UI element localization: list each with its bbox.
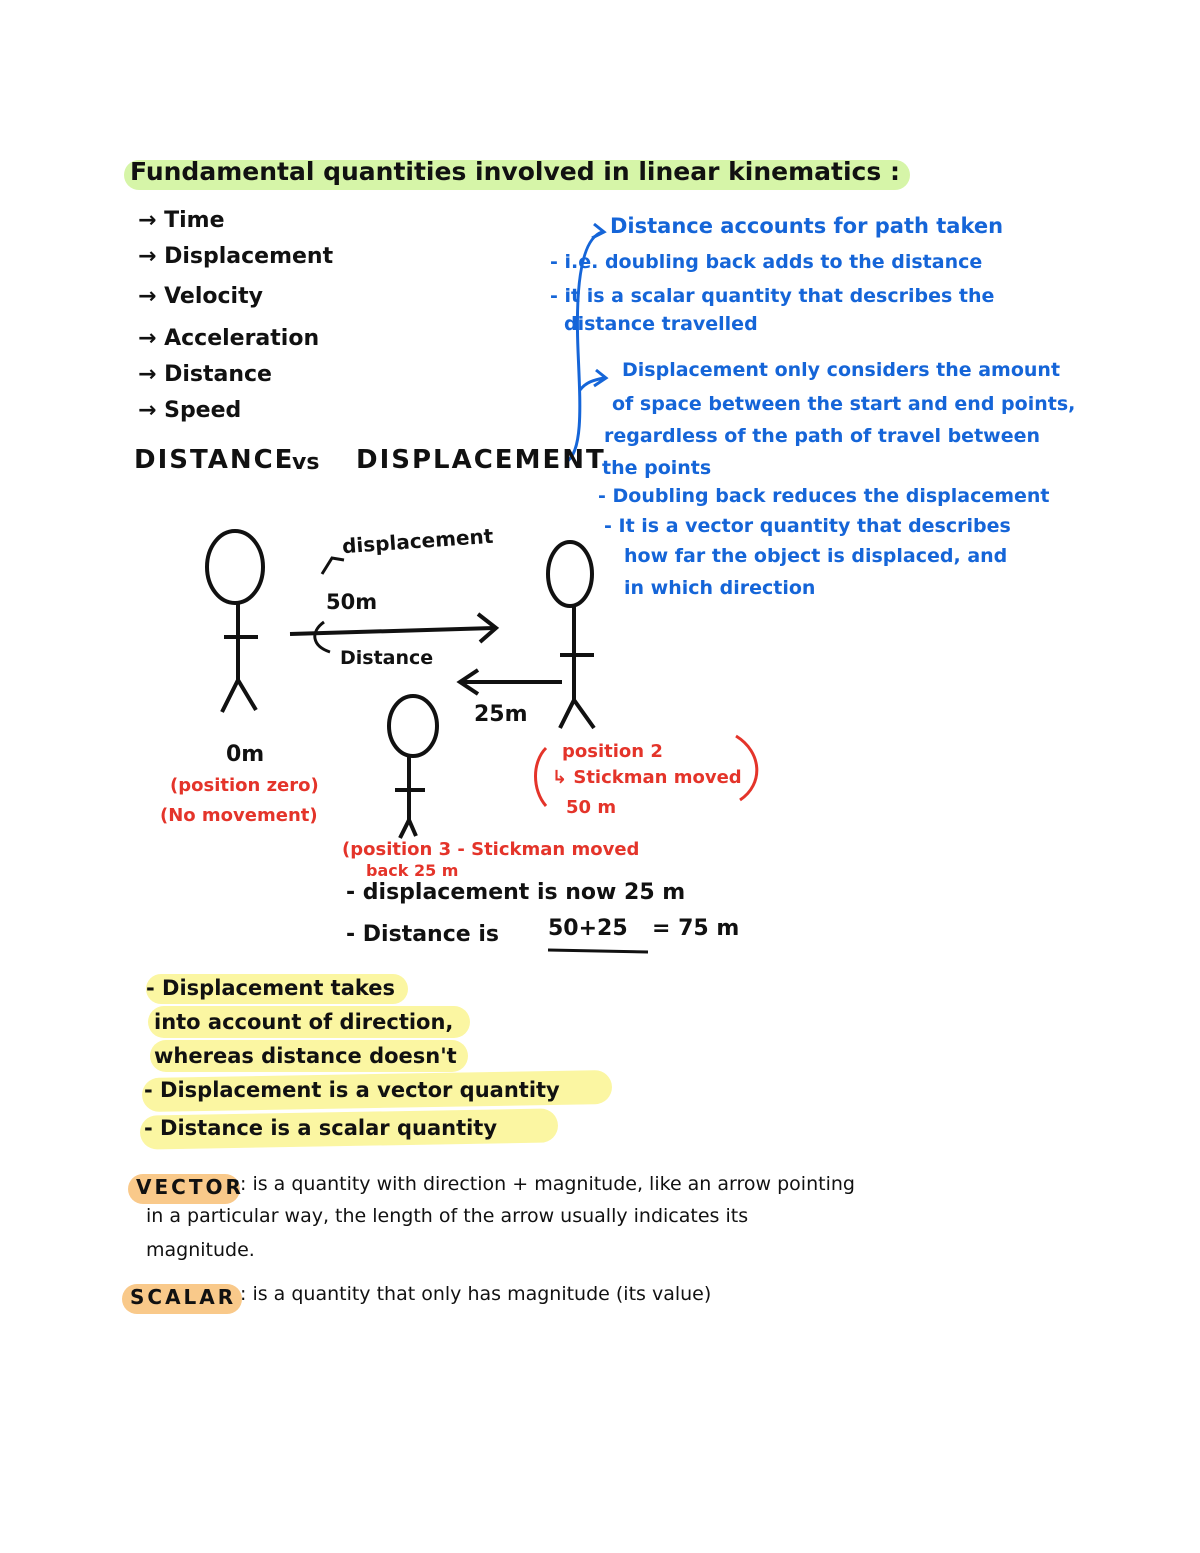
- label-0m: 0m: [226, 742, 265, 767]
- brace-branch: [578, 376, 605, 391]
- vector-definition: : is a quantity with direction + magnitu…: [240, 1173, 855, 1195]
- title-highlight: [124, 160, 910, 190]
- summary-highlight-2: [148, 1006, 470, 1038]
- arrow-50m: [289, 612, 500, 644]
- displacement-note: Displacement only considers the amount: [622, 359, 1061, 381]
- brace-arrow-mid: [593, 368, 609, 388]
- stickman-position-2: [546, 540, 596, 730]
- quantity-item: → Distance: [138, 362, 272, 387]
- result-displacement: - displacement is now 25 m: [346, 880, 686, 905]
- arrow-25m: [456, 668, 562, 696]
- position-2-note: ↳ Stickman moved: [552, 767, 742, 788]
- quantity-item: → Displacement: [138, 244, 334, 269]
- brace-connector: [565, 230, 603, 464]
- result-distance-total: = 75 m: [652, 916, 740, 941]
- summary-line: - Distance is a scalar quantity: [144, 1116, 498, 1140]
- displacement-note: how far the object is displaced, and: [624, 545, 1008, 567]
- quantity-item: → Time: [138, 208, 225, 233]
- displacement-note: of space between the start and end point…: [612, 393, 1076, 415]
- label-25m: 25m: [474, 702, 528, 727]
- page-title: Fundamental quantities involved in linea…: [130, 157, 900, 186]
- displacement-note: in which direction: [624, 577, 816, 599]
- stickman-position-3: [387, 694, 439, 839]
- position-2-note: position 2: [562, 741, 663, 762]
- displacement-note: the points: [602, 457, 712, 479]
- summary-line: whereas distance doesn't: [154, 1044, 457, 1068]
- brace-arrow-top: [591, 222, 607, 240]
- summary-line: - Displacement is a vector quantity: [144, 1078, 560, 1102]
- displacement-note: regardless of the path of travel between: [604, 425, 1040, 447]
- vector-definition: magnitude.: [146, 1239, 255, 1261]
- distance-note: - i.e. doubling back adds to the distanc…: [550, 251, 983, 273]
- summary-highlight-1: [146, 974, 408, 1004]
- vector-definition: in a particular way, the length of the a…: [146, 1205, 749, 1227]
- position-2-bracket-right: [735, 734, 759, 802]
- position-zero-note: (No movement): [160, 805, 318, 826]
- stickman-position-zero: [205, 529, 265, 713]
- position-2-bracket-left: [534, 746, 548, 807]
- heading-vs: vs: [292, 450, 320, 475]
- distance-bracket: [313, 620, 331, 654]
- distance-note: distance travelled: [564, 313, 758, 335]
- displacement-note: - Doubling back reduces the displacement: [598, 485, 1050, 507]
- quantity-item: → Velocity: [138, 284, 263, 309]
- quantity-item: → Speed: [138, 398, 242, 423]
- position-3-note: back 25 m: [366, 861, 459, 880]
- position-zero-note: (position zero): [170, 775, 319, 796]
- sum-underline: [547, 948, 649, 954]
- vector-term-highlight: [128, 1174, 240, 1204]
- scalar-term-highlight: [122, 1284, 242, 1314]
- scalar-term: SCALAR: [130, 1285, 237, 1309]
- distance-note: - it is a scalar quantity that describes…: [550, 285, 995, 307]
- position-2-note: 50 m: [566, 797, 617, 818]
- position-3-note: (position 3 - Stickman moved: [342, 839, 640, 860]
- result-distance-prefix: - Distance is: [346, 922, 499, 947]
- summary-line: into account of direction,: [154, 1010, 454, 1034]
- summary-highlight-3: [150, 1040, 468, 1072]
- summary-line: - Displacement takes: [146, 976, 396, 1000]
- distance-note: Distance accounts for path taken: [610, 214, 1004, 238]
- vector-term: VECTOR: [136, 1175, 244, 1199]
- heading-displacement: DISPLACEMENT: [356, 445, 606, 475]
- displacement-note: - It is a vector quantity that describes: [604, 515, 1011, 537]
- heading-distance: DISTANCE: [134, 445, 295, 475]
- quantity-item: → Acceleration: [138, 326, 320, 351]
- distance-label: Distance: [340, 647, 434, 669]
- displacement-pointer: [320, 556, 345, 575]
- label-50m: 50m: [326, 590, 378, 614]
- scalar-definition: : is a quantity that only has magnitude …: [240, 1283, 712, 1305]
- result-distance-sum: 50+25: [548, 916, 628, 941]
